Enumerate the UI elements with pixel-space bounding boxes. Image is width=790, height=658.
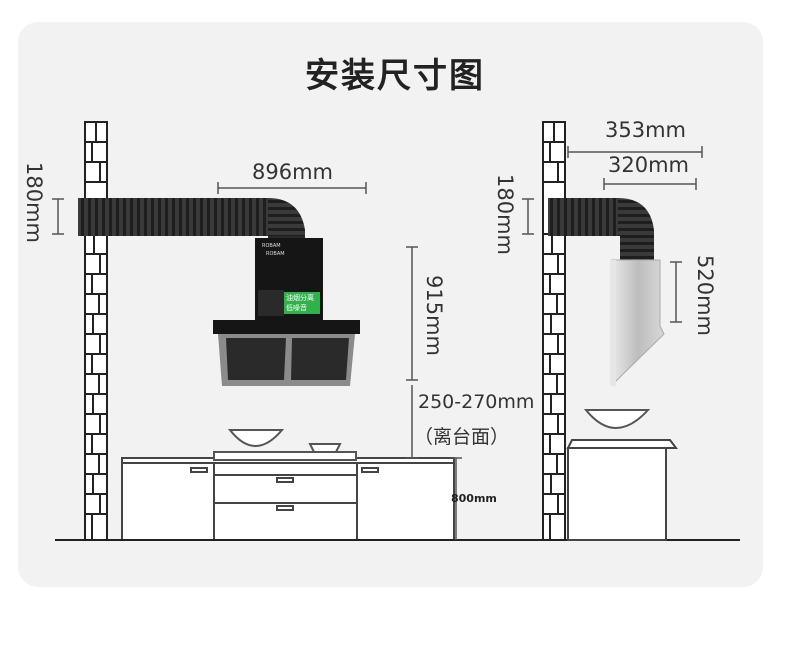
product-badge	[284, 292, 320, 314]
panel-brand-text: ROBAM	[262, 243, 281, 249]
hood-height-label: 915mm	[422, 275, 446, 356]
left-duct-height-label: 180mm	[22, 162, 46, 243]
left-dimension-lines	[52, 182, 462, 540]
duct-length-label: 896mm	[252, 160, 333, 184]
left-brick-wall	[84, 121, 108, 541]
right-counter	[566, 409, 678, 541]
depth-inner-label: 320mm	[608, 153, 689, 177]
right-dimension-lines	[522, 146, 703, 323]
left-stove	[213, 429, 357, 461]
right-hood-height-label: 520mm	[693, 255, 717, 336]
right-duct-height-label: 180mm	[493, 174, 517, 255]
left-range-hood	[213, 238, 360, 386]
depth-outer-label: 353mm	[605, 118, 686, 142]
right-exhaust-duct	[548, 198, 654, 262]
right-range-hood-side	[610, 259, 665, 386]
clearance-note: （离台面）	[414, 426, 510, 448]
badge-line-1: 油烟分离	[286, 294, 314, 302]
hood-brand-text: ROBAM	[266, 251, 285, 257]
clearance-label: 250-270mm	[418, 391, 535, 413]
page-title: 安装尺寸图	[305, 56, 485, 96]
counter-height-label: 800mm	[451, 492, 497, 505]
right-brick-wall	[542, 121, 566, 541]
badge-line-2: 低噪音	[286, 304, 307, 312]
left-cabinet	[121, 457, 455, 541]
